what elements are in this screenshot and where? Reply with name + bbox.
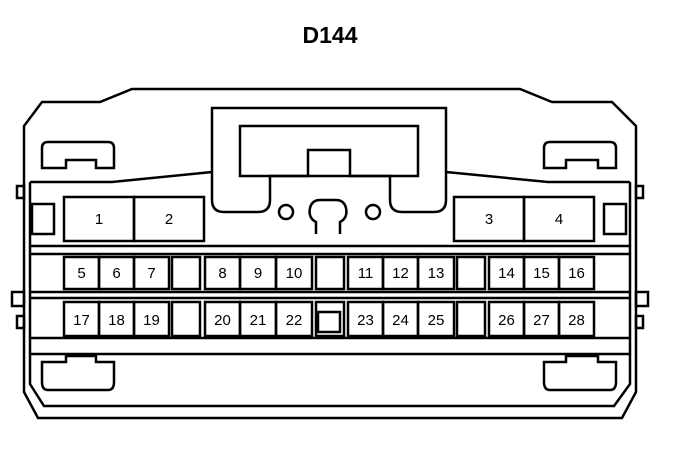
pin-label: 22 xyxy=(286,312,303,329)
pin-label: 24 xyxy=(392,312,409,329)
pin-label: 25 xyxy=(428,312,445,329)
center-key xyxy=(308,198,348,234)
pin-cavity xyxy=(455,255,487,291)
pin-label: 21 xyxy=(250,312,267,329)
left-side-tab-lower xyxy=(15,314,26,330)
pin-label: 7 xyxy=(147,265,155,282)
pin-label: 4 xyxy=(555,211,563,228)
pin-cavity xyxy=(170,300,202,338)
pin-row-1: 5 6 7 8 9 10 11 12 13 14 15 16 xyxy=(62,255,596,291)
pin-label: 11 xyxy=(358,265,374,282)
pin-label: 2 xyxy=(165,211,173,228)
pin-cavity xyxy=(416,300,456,338)
connector-housing-outline xyxy=(22,87,638,420)
left-side-window xyxy=(30,202,56,236)
center-separator xyxy=(314,300,346,338)
right-side-tab-upper xyxy=(634,184,645,200)
right-side-tab-lower xyxy=(634,314,645,330)
pin-cavity xyxy=(274,300,314,338)
pin-label: 3 xyxy=(485,211,493,228)
pin-cavity xyxy=(132,255,171,291)
pin-label: 27 xyxy=(533,312,550,329)
pin-label: 13 xyxy=(428,265,445,282)
clip-top-right xyxy=(542,140,618,170)
pin-label: 9 xyxy=(254,265,262,282)
pin-label: 19 xyxy=(143,312,160,329)
pin-label: 23 xyxy=(357,312,374,329)
pin-cavity xyxy=(132,300,171,338)
pin-row-2: 17 18 19 20 21 22 23 24 25 26 27 28 xyxy=(62,300,596,338)
top-latch-inner xyxy=(238,124,420,178)
pin-cavity xyxy=(455,300,487,338)
clip-top-left xyxy=(40,140,116,170)
pin-label: 8 xyxy=(218,265,226,282)
pin-cavity xyxy=(274,255,314,291)
left-side-tab-middle xyxy=(10,290,26,308)
pin-label: 28 xyxy=(568,312,585,329)
pin-label: 16 xyxy=(568,265,585,282)
pin-cavity-2 xyxy=(132,195,206,243)
connector-title: D144 xyxy=(302,22,358,48)
pin-label: 10 xyxy=(286,265,303,282)
pin-label: 1 xyxy=(95,211,103,228)
right-side-window xyxy=(602,202,628,236)
clip-bottom-left xyxy=(40,354,116,392)
top-latch-outer xyxy=(210,106,448,214)
pin-cavity xyxy=(170,255,202,291)
pin-label: 18 xyxy=(108,312,125,329)
pin-label: 20 xyxy=(214,312,231,329)
pin-label: 6 xyxy=(112,265,120,282)
pin-label: 12 xyxy=(392,265,409,282)
upper-body-line xyxy=(30,170,630,184)
pin-label: 14 xyxy=(498,265,515,282)
alignment-hole-right xyxy=(364,203,382,221)
pin-cavity xyxy=(557,255,596,291)
left-side-tab-upper xyxy=(15,184,26,200)
pin-label: 17 xyxy=(73,312,90,329)
center-key-slot xyxy=(316,310,342,334)
right-side-tab-middle xyxy=(634,290,650,308)
pin-cavity xyxy=(416,255,456,291)
pin-label: 5 xyxy=(77,265,85,282)
pin-label: 15 xyxy=(533,265,550,282)
pin-cavity xyxy=(314,255,346,291)
clip-bottom-right xyxy=(542,354,618,392)
connector-inner-outline xyxy=(28,182,632,408)
pin-label: 26 xyxy=(498,312,515,329)
pin-cavity-4 xyxy=(522,195,596,243)
pin-cavity xyxy=(557,300,596,338)
alignment-hole-left xyxy=(277,203,295,221)
